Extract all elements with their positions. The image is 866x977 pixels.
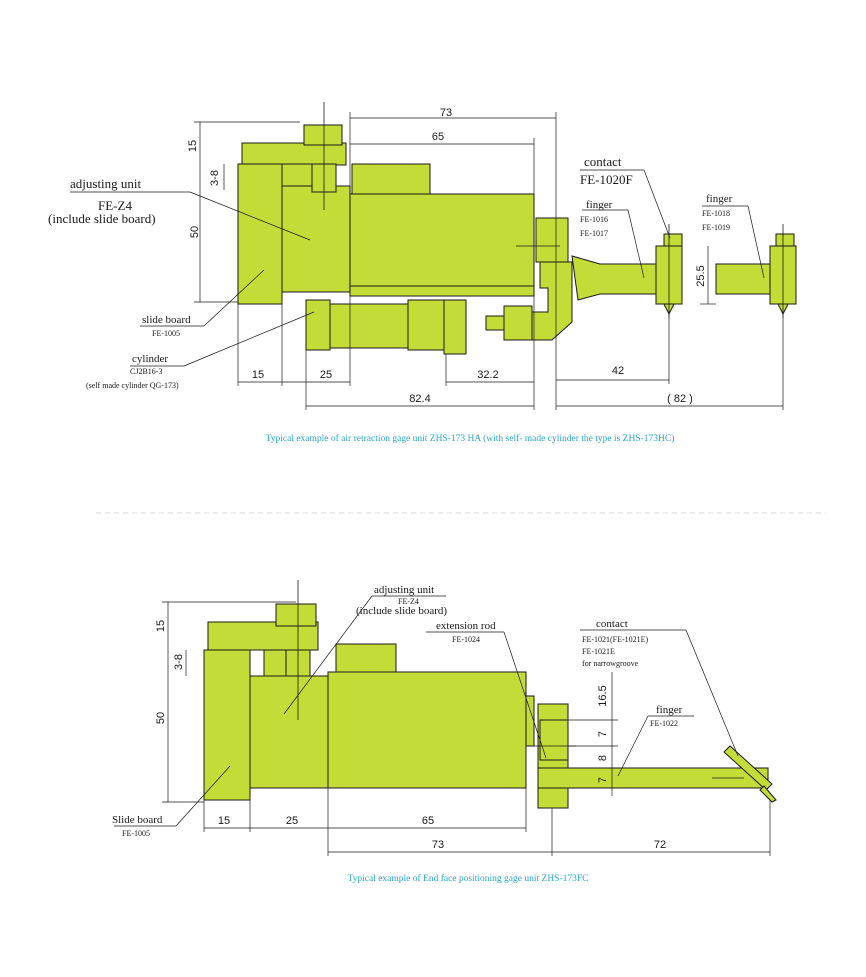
- adjusting-unit-body: [281, 185, 351, 293]
- dim-82-4: 82.4: [409, 393, 430, 405]
- dim-15-vertical: 15: [187, 140, 199, 152]
- label-self-made-cylinder: (self made cylinder QG-173): [86, 381, 179, 390]
- label2-adjusting-part: FE-Z4: [398, 597, 419, 606]
- label-finger-b-part1: FE-1018: [702, 209, 730, 218]
- slide-board: [237, 163, 283, 305]
- label-adjusting-part: FE-Z4: [98, 198, 132, 213]
- label-finger-a: finger: [586, 199, 613, 211]
- label2-adjusting-unit: adjusting unit: [374, 584, 434, 596]
- dim-15: 15: [252, 369, 264, 381]
- adjusting-unit-body-2: [249, 675, 329, 789]
- dim2-72: 72: [654, 839, 666, 851]
- dim2-25: 25: [286, 815, 298, 827]
- diagram-1: 73 65 15 3-8 50 15 25 32.2 82.4 42 ( 82 …: [48, 102, 797, 444]
- cylinder-front: [305, 299, 331, 351]
- rod-nut: [503, 305, 533, 341]
- dim2-3-8-vertical: 3-8: [173, 654, 185, 670]
- finger-arm-1: [571, 255, 669, 301]
- finger-holder: [535, 217, 569, 263]
- dim2-15: 15: [218, 815, 230, 827]
- dim2-7a-vertical: 7: [597, 731, 609, 737]
- elbow: [531, 261, 573, 341]
- dim-82: ( 82 ): [667, 393, 693, 405]
- contact-3: [723, 745, 773, 791]
- label2-extension-rod: extension rod: [436, 620, 496, 632]
- label2-contact-part2: FE-1021E: [582, 647, 615, 656]
- caption-1: Typical example of air retraction gage u…: [266, 433, 675, 444]
- upper-block: [351, 163, 431, 195]
- label2-finger-part: FE-1022: [650, 719, 678, 728]
- dim-50-vertical: 50: [189, 226, 201, 238]
- label-finger-a-part1: FE-1016: [580, 215, 608, 224]
- caption-2: Typical example of End face positioning …: [347, 873, 588, 884]
- label2-contact-part1: FE-1021(FE-1021E): [582, 635, 649, 644]
- housing-base: [349, 285, 535, 297]
- label2-contact: contact: [596, 618, 628, 630]
- cylinder-body: [329, 303, 409, 349]
- extension-rod-holder: [539, 719, 569, 761]
- dim-25-5-vertical: 25.5: [695, 265, 707, 286]
- dim2-73: 73: [432, 839, 444, 851]
- gage-housing: [349, 193, 535, 287]
- label-finger-a-part2: FE-1017: [580, 229, 608, 238]
- top-knob: [303, 124, 343, 146]
- dim-32-2: 32.2: [477, 369, 498, 381]
- dim-3-8-vertical: 3-8: [209, 170, 221, 186]
- top-knob-2: [275, 603, 317, 627]
- label-cylinder-part: CJ2B16-3: [130, 367, 162, 376]
- dim2-8-vertical: 8: [597, 755, 609, 761]
- label2-include-slide-board: (include slide board): [356, 605, 447, 617]
- dim-42: 42: [612, 365, 624, 377]
- label-finger-b: finger: [706, 193, 733, 205]
- label-slide-board: slide board: [142, 314, 191, 326]
- label-slide-board-part: FE-1005: [152, 329, 180, 338]
- slide-board-2: [203, 649, 251, 801]
- dim2-7b-vertical: 7: [597, 777, 609, 783]
- label2-extension-part: FE-1024: [452, 635, 480, 644]
- cylinder-end: [443, 299, 467, 355]
- label2-slide-board-part: FE-1005: [122, 829, 150, 838]
- adjust-block: [281, 163, 313, 187]
- housing-plate-2: [525, 695, 535, 747]
- upper-block-2: [335, 643, 397, 673]
- dim-25: 25: [320, 369, 332, 381]
- label2-slide-board: Slide board: [112, 814, 163, 826]
- top-cap-2: [207, 621, 319, 651]
- label2-contact-part3: for narrowgroove: [582, 659, 639, 668]
- label-contact-part: FE-1020F: [580, 172, 633, 187]
- cylinder-block: [407, 299, 445, 351]
- contact-2-nut: [775, 233, 795, 247]
- diagram-2: 15 3-8 50 16.5 7 8 7 15 25 65 73 72 adju…: [112, 580, 777, 884]
- dim2-15-vertical: 15: [155, 620, 167, 632]
- label-include-slide-board: (include slide board): [48, 211, 156, 226]
- gage-housing-2: [327, 671, 527, 789]
- cylinder-rod: [485, 315, 505, 331]
- dim-65: 65: [432, 131, 444, 143]
- dim2-50-vertical: 50: [155, 712, 167, 724]
- dim2-65: 65: [422, 815, 434, 827]
- label-cylinder: cylinder: [132, 353, 168, 365]
- label-finger-b-part2: FE-1019: [702, 223, 730, 232]
- label-contact: contact: [584, 154, 622, 169]
- top-cap: [241, 142, 347, 166]
- label2-finger: finger: [656, 704, 683, 716]
- contact-1-nut: [663, 233, 683, 247]
- dim-73: 73: [440, 107, 452, 119]
- finger-arm-3: [537, 767, 769, 789]
- label-adjusting-unit: adjusting unit: [70, 176, 142, 191]
- dim2-16-5-vertical: 16.5: [597, 685, 609, 706]
- contact-3-tip: [759, 785, 777, 803]
